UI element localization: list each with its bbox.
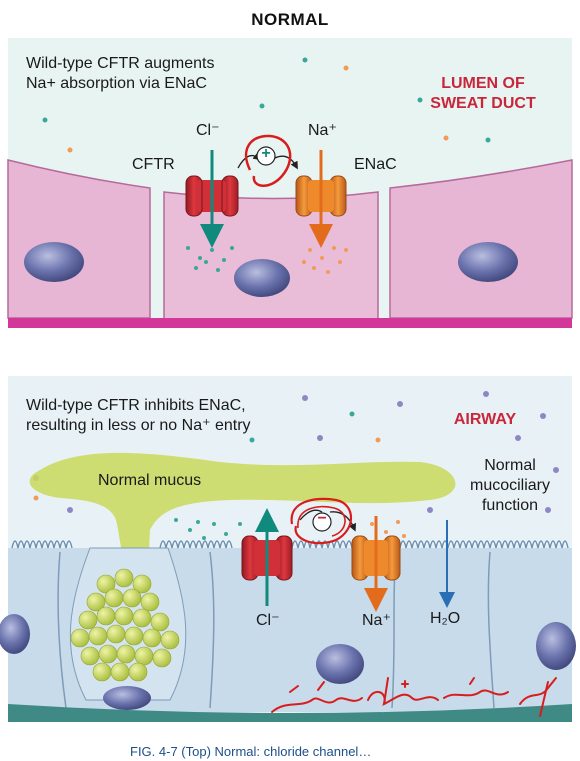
nucleus <box>103 686 151 710</box>
goblet-cell <box>69 547 187 701</box>
nucleus <box>24 242 84 282</box>
top-panel-description: Wild-type CFTR augments Na+ absorption v… <box>26 55 215 92</box>
annotation-circle-top <box>244 134 292 187</box>
mucociliary-label: Normal mucociliary function <box>469 457 550 514</box>
plus-symbol: + <box>261 145 271 162</box>
enac-label: ENaC <box>354 156 397 173</box>
nucleus <box>458 242 518 282</box>
cftr-label: CFTR <box>132 156 175 173</box>
bottom-panel-description: Wild-type CFTR inhibits ENaC, resulting … <box>26 397 251 434</box>
sodium-label-top: Na⁺ <box>308 122 337 139</box>
top-region-label: LUMEN OF SWEAT DUCT <box>430 75 536 112</box>
annotation-circle-bottom <box>290 497 352 545</box>
figure-title: NORMAL <box>251 10 329 29</box>
minus-symbol: − <box>317 510 327 527</box>
nucleus <box>316 644 364 684</box>
minus-effect-circle <box>312 512 332 532</box>
mucus-label: Normal mucus <box>98 472 202 489</box>
sodium-label-bottom: Na⁺ <box>362 612 391 629</box>
chloride-label-top: Cl⁻ <box>196 122 220 139</box>
chloride-label-bottom: Cl⁻ <box>256 612 280 629</box>
enac-channel-bottom <box>351 535 401 581</box>
airway-particles <box>33 391 559 513</box>
handwritten-annotation <box>271 677 557 717</box>
nucleus <box>536 622 576 670</box>
water-label: H₂O <box>430 610 461 627</box>
nucleus <box>234 259 290 297</box>
lumen-ions <box>42 57 491 153</box>
intracellular-ions-top <box>186 246 348 274</box>
nucleus <box>0 614 30 654</box>
figure-caption: FIG. 4-7 (Top) Normal: chloride channel… <box>130 744 372 759</box>
bottom-region-label: AIRWAY <box>453 411 517 428</box>
plus-effect-circle <box>256 146 276 166</box>
